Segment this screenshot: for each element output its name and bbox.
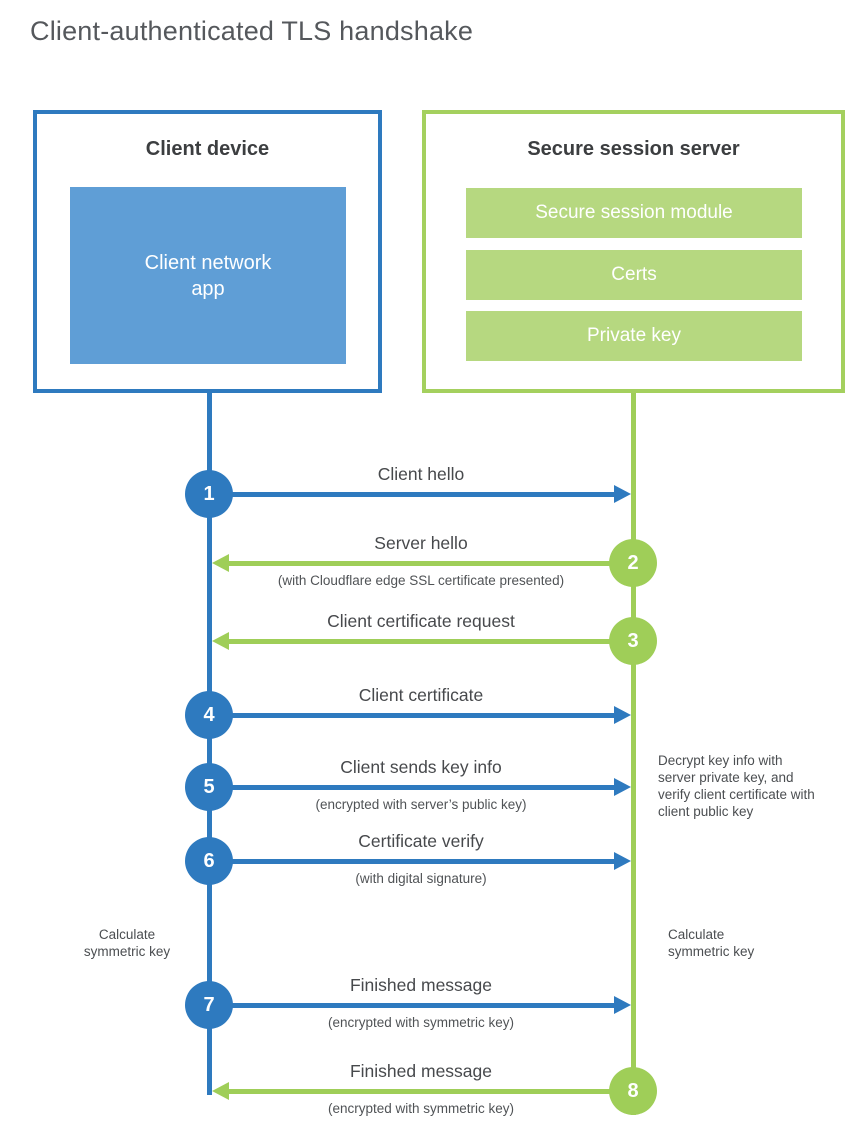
message-line-step-3 <box>229 639 613 644</box>
message-label-step-6: Certificate verify <box>358 831 484 851</box>
message-label-step-4: Client certificate <box>358 685 484 705</box>
server-lifeline <box>631 393 636 1115</box>
step-circle-7: 7 <box>185 981 233 1029</box>
message-line-step-6 <box>231 859 617 864</box>
server-module-2: Certs <box>466 250 802 300</box>
calculate-symmetric-key-server-note: Calculate symmetric key <box>668 927 755 959</box>
message-label-step-1: Client hello <box>377 464 465 484</box>
secure-session-server-box: Secure session server Secure session mod… <box>422 110 845 393</box>
client-network-app-label: Client network app <box>144 251 272 300</box>
arrowhead-step-7 <box>614 996 631 1014</box>
message-line-step-1 <box>231 492 617 497</box>
message-sublabel-step-7: (encrypted with symmetric key) <box>327 1015 515 1030</box>
arrowhead-step-8 <box>212 1082 229 1100</box>
message-label-step-8: Finished message <box>349 1061 493 1081</box>
decrypt-key-info-note: Decrypt key info with server private key… <box>658 753 815 819</box>
client-device-box: Client device Client network app <box>33 110 382 393</box>
client-network-app-node: Client network app <box>70 187 346 364</box>
step-circle-5: 5 <box>185 763 233 811</box>
secure-session-server-title: Secure session server <box>527 138 740 160</box>
step-circle-2: 2 <box>609 539 657 587</box>
arrowhead-step-6 <box>614 852 631 870</box>
arrowhead-step-3 <box>212 632 229 650</box>
step-circle-8: 8 <box>609 1067 657 1115</box>
message-line-step-4 <box>231 713 617 718</box>
message-label-step-2: Server hello <box>374 533 468 553</box>
message-line-step-8 <box>229 1089 613 1094</box>
step-circle-3: 3 <box>609 617 657 665</box>
step-circle-1: 1 <box>185 470 233 518</box>
server-module-3: Private key <box>466 311 802 361</box>
message-line-step-5 <box>231 785 617 790</box>
calculate-symmetric-key-client-note: Calculate symmetric key <box>83 927 171 959</box>
arrowhead-step-4 <box>614 706 631 724</box>
message-label-step-7: Finished message <box>349 975 493 995</box>
message-line-step-2 <box>229 561 613 566</box>
arrowhead-step-2 <box>212 554 229 572</box>
message-label-step-3: Client certificate request <box>327 611 515 631</box>
message-sublabel-step-6: (with digital signature) <box>355 871 487 886</box>
client-lifeline <box>207 393 212 1095</box>
message-label-step-5: Client sends key info <box>340 757 502 777</box>
server-module-1: Secure session module <box>466 188 802 238</box>
message-line-step-7 <box>231 1003 617 1008</box>
page-title: Client-authenticated TLS handshake <box>30 16 474 46</box>
step-circle-6: 6 <box>185 837 233 885</box>
arrowhead-step-1 <box>614 485 631 503</box>
step-circle-4: 4 <box>185 691 233 739</box>
client-device-title: Client device <box>145 138 270 160</box>
arrowhead-step-5 <box>614 778 631 796</box>
message-sublabel-step-5: (encrypted with server’s public key) <box>315 797 527 812</box>
message-sublabel-step-8: (encrypted with symmetric key) <box>327 1101 515 1116</box>
message-sublabel-step-2: (with Cloudflare edge SSL certificate pr… <box>277 573 565 588</box>
